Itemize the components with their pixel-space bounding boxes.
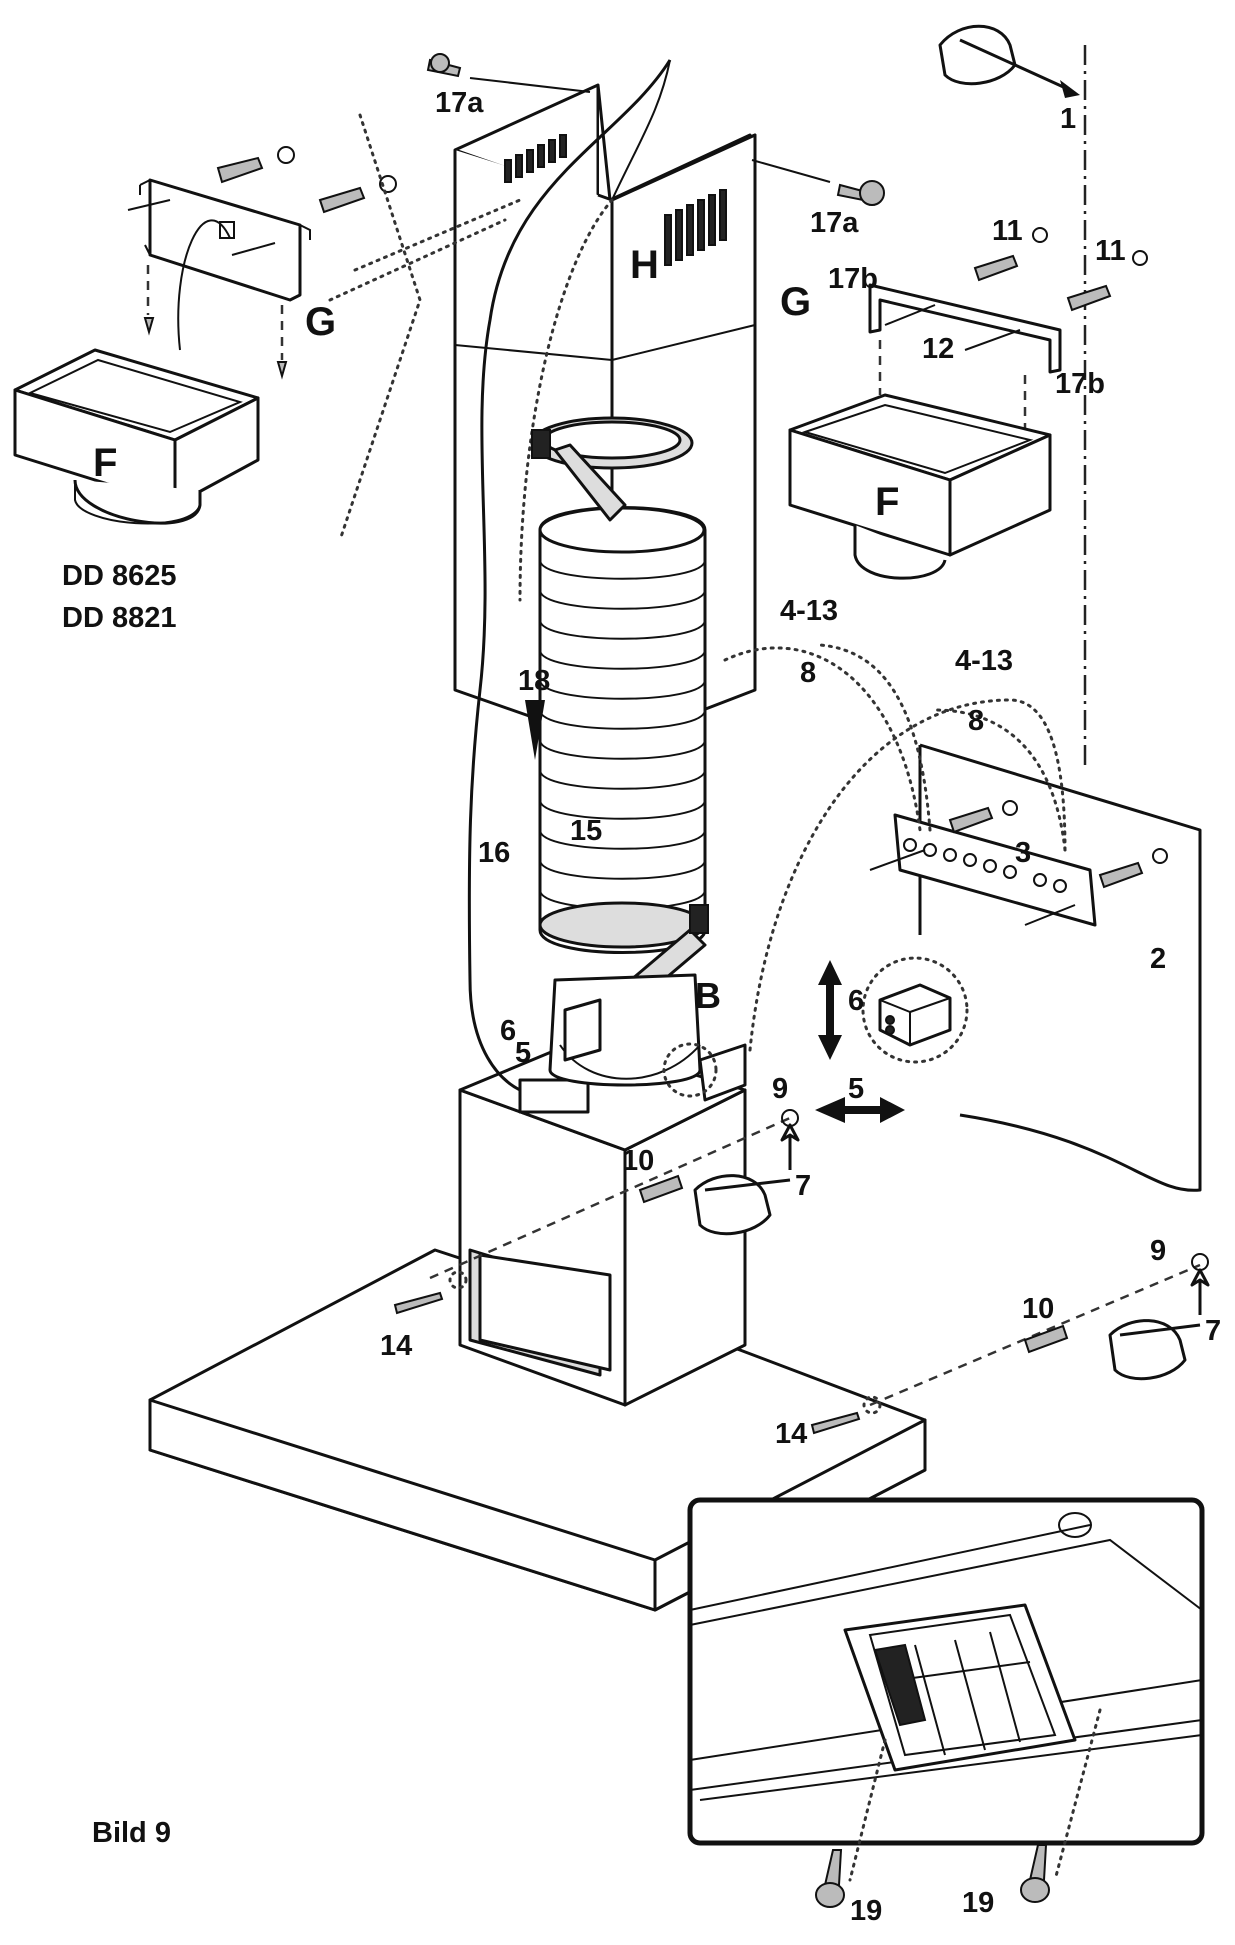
dotted-arrow bbox=[818, 643, 932, 832]
label-4-13: 4-13 bbox=[780, 595, 838, 627]
mounting-bracket-b bbox=[563, 998, 747, 1102]
label-15: 15 bbox=[570, 815, 602, 847]
model-number: DD 8821 bbox=[62, 602, 176, 634]
label-9: 9 bbox=[772, 1073, 788, 1105]
screw-icon bbox=[815, 1849, 845, 1908]
label-17a: 17a bbox=[810, 207, 859, 239]
label-5: 5 bbox=[848, 1073, 864, 1105]
pencil-hand-icon bbox=[693, 1174, 791, 1236]
pencil-hand-icon bbox=[1108, 1319, 1201, 1381]
screw-icon bbox=[393, 1291, 444, 1315]
dotted-arrow bbox=[723, 646, 922, 832]
label-11: 11 bbox=[1095, 235, 1126, 267]
screw-icon bbox=[751, 159, 885, 206]
double-arrow-icon bbox=[818, 960, 842, 1060]
wall-panel bbox=[869, 743, 1202, 1192]
inset-detail bbox=[687, 1497, 1205, 1846]
wall-plug-icon bbox=[948, 800, 1018, 834]
label-14: 14 bbox=[775, 1418, 807, 1450]
model-list: DD 8625 DD 8821 bbox=[62, 560, 176, 634]
wall-plug-icon bbox=[638, 1174, 684, 1204]
label-11: 11 bbox=[992, 215, 1023, 247]
dotted-arrow bbox=[748, 698, 1067, 1052]
label-16: 16 bbox=[478, 837, 510, 869]
label-17b: 17b bbox=[828, 263, 878, 295]
figure-caption: Bild 9 bbox=[92, 1817, 171, 1849]
pencil-hand-icon bbox=[938, 24, 1080, 98]
label-F: F bbox=[93, 441, 117, 485]
label-19: 19 bbox=[962, 1887, 994, 1919]
screw-icon bbox=[143, 317, 155, 336]
label-8: 8 bbox=[968, 705, 984, 737]
label-19: 19 bbox=[850, 1895, 882, 1927]
label-17a: 17a bbox=[435, 87, 484, 119]
dotted-guide bbox=[353, 198, 522, 272]
label-2: 2 bbox=[1150, 943, 1166, 975]
label-G: G bbox=[305, 300, 336, 344]
dotted-guide bbox=[338, 113, 422, 542]
dotted-arrow bbox=[933, 708, 1067, 852]
model-number: DD 8625 bbox=[62, 560, 176, 592]
bracket-g-left bbox=[127, 178, 311, 360]
dotted-guide bbox=[848, 1738, 887, 1882]
dotted-guide bbox=[328, 218, 507, 302]
dashed-guide bbox=[429, 1116, 791, 1280]
filter-box-f-left bbox=[13, 348, 260, 525]
dashed-guide bbox=[869, 1263, 1201, 1407]
arrow-7 bbox=[780, 1123, 800, 1170]
power-cable bbox=[467, 59, 672, 1092]
wall-plug-icon bbox=[973, 227, 1048, 282]
screw-icon bbox=[276, 361, 288, 380]
double-arrow-icon bbox=[815, 1097, 905, 1123]
hose-clamp-top bbox=[530, 416, 694, 522]
screw-icon bbox=[1020, 1844, 1050, 1903]
label-3: 3 bbox=[1015, 837, 1031, 869]
wall-plug-icon bbox=[1023, 1324, 1069, 1354]
screw-icon bbox=[810, 1411, 861, 1435]
label-6: 6 bbox=[500, 1015, 516, 1047]
label-7: 7 bbox=[1205, 1315, 1221, 1347]
part-labels: F F G G H B 1 2 3 4-13 4-13 5 5 6 6 7 7 … bbox=[93, 87, 1221, 1927]
label-H: H bbox=[630, 243, 659, 287]
wall-plug-icon bbox=[318, 175, 397, 214]
label-9: 9 bbox=[1150, 1235, 1166, 1267]
wall-plug-icon bbox=[216, 146, 295, 184]
label-14: 14 bbox=[380, 1330, 412, 1362]
arrow-18 bbox=[525, 700, 545, 760]
arrow-7 bbox=[1190, 1268, 1210, 1315]
label-5: 5 bbox=[515, 1037, 531, 1069]
label-10: 10 bbox=[622, 1145, 654, 1177]
label-B: B bbox=[695, 975, 721, 1016]
wall-plug-icon bbox=[1066, 250, 1148, 312]
label-12: 12 bbox=[922, 333, 954, 365]
motor-housing bbox=[458, 973, 747, 1407]
label-1: 1 bbox=[1060, 103, 1076, 135]
switch-detail bbox=[861, 956, 969, 1064]
wall-plug-icon bbox=[1098, 848, 1168, 889]
filter-box-f-right bbox=[788, 393, 1052, 580]
label-6: 6 bbox=[848, 985, 864, 1017]
label-18: 18 bbox=[518, 665, 550, 697]
label-G: G bbox=[780, 280, 811, 324]
dotted-guide bbox=[1053, 1708, 1102, 1882]
screw-icon bbox=[426, 53, 591, 93]
label-8: 8 bbox=[800, 657, 816, 689]
label-4-13: 4-13 bbox=[955, 645, 1013, 677]
label-10: 10 bbox=[1022, 1293, 1054, 1325]
flex-duct bbox=[538, 506, 707, 954]
label-7: 7 bbox=[795, 1170, 811, 1202]
label-F: F bbox=[875, 480, 899, 524]
label-17b: 17b bbox=[1055, 368, 1105, 400]
